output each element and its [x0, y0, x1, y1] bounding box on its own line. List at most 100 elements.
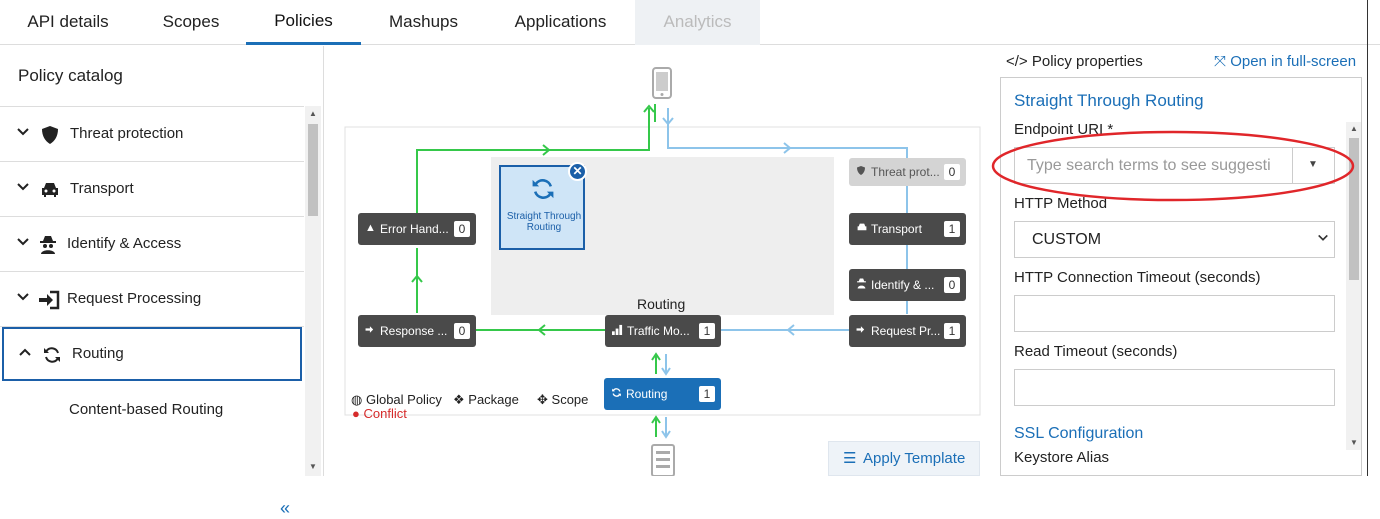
tab-applications[interactable]: Applications: [514, 12, 607, 31]
chevron-down-icon: [16, 125, 32, 141]
legend-global-policy: ◍ Global Policy: [351, 392, 442, 407]
sign-out-icon: [365, 324, 377, 338]
catalog-item-transport[interactable]: Transport: [0, 162, 304, 217]
spy-icon: [856, 278, 867, 292]
policy-title: Straight Through Routing: [1014, 91, 1204, 110]
ssl-configuration-heading: SSL Configuration: [1014, 425, 1144, 442]
chevron-down-icon: [16, 180, 32, 196]
sign-in-icon: [38, 290, 60, 310]
code-icon: </>: [1006, 53, 1028, 70]
node-transport[interactable]: Transport 1: [849, 213, 966, 245]
catalog-list: Threat protection Transport Identify & A…: [0, 106, 304, 476]
shield-icon: [856, 165, 866, 179]
window-edge: [1367, 0, 1368, 476]
catalog-item-label: Routing: [72, 345, 124, 362]
catalog-item-threat-protection[interactable]: Threat protection: [0, 107, 304, 162]
catalog-subitem-content-based-routing[interactable]: Content-based Routing: [69, 401, 224, 418]
bar-chart-icon: [612, 324, 623, 338]
client-device-icon: [652, 67, 672, 104]
scrollbar-thumb[interactable]: [308, 124, 318, 216]
caret-down-icon[interactable]: ▼: [1308, 159, 1318, 170]
straight-through-routing-card[interactable]: Straight Through Routing: [499, 165, 585, 250]
chevron-up-icon: [18, 345, 34, 361]
keystore-alias-label: Keystore Alias: [1014, 449, 1110, 466]
catalog-scrollbar[interactable]: ▲ ▼: [305, 106, 321, 476]
spy-icon: [38, 235, 60, 255]
node-traffic-monitoring[interactable]: Traffic Mo... 1: [605, 315, 721, 347]
catalog-item-label: Identify & Access: [67, 235, 182, 252]
scroll-down-icon[interactable]: ▼: [1350, 438, 1358, 447]
http-method-select[interactable]: CUSTOM: [1014, 221, 1335, 258]
chevron-down-icon: [16, 290, 32, 306]
flow-frame: [344, 126, 981, 416]
catalog-item-request-processing[interactable]: Request Processing: [0, 272, 304, 327]
node-identify-access[interactable]: Identify & ... 0: [849, 269, 966, 301]
tab-policies[interactable]: Policies: [246, 0, 361, 45]
legend-package: ❖ Package: [453, 392, 519, 407]
tab-mashups[interactable]: Mashups: [389, 12, 458, 31]
annotation-ellipse: [991, 130, 1355, 202]
endpoint-uri-field[interactable]: Type search terms to see suggesti ▼: [1014, 147, 1335, 184]
list-icon: ☰: [843, 450, 857, 467]
scroll-up-icon[interactable]: ▲: [1350, 124, 1358, 133]
policy-canvas: Straight Through Routing ✕ Routing Threa…: [325, 46, 995, 477]
http-method-value: CUSTOM: [1032, 231, 1102, 248]
chevron-down-icon: [16, 235, 32, 251]
sign-in-icon: [856, 324, 868, 338]
catalog-title: Policy catalog: [18, 66, 123, 85]
connection-timeout-label: HTTP Connection Timeout (seconds): [1014, 269, 1261, 286]
car-icon: [856, 222, 868, 236]
node-response-processing[interactable]: Response ... 0: [358, 315, 476, 347]
catalog-item-label: Request Processing: [67, 290, 202, 307]
scroll-down-icon[interactable]: ▼: [309, 462, 317, 471]
refresh-icon: [42, 345, 64, 365]
open-fullscreen-link[interactable]: ⤧ Open in full-screen: [1214, 53, 1357, 70]
alert-icon: ●: [352, 406, 360, 421]
crosshair-icon: ✥: [537, 392, 548, 407]
catalog-item-routing[interactable]: Routing: [2, 327, 302, 381]
properties-scrollbar[interactable]: ▲ ▼: [1346, 122, 1361, 450]
catalog-item-identify-access[interactable]: Identify & Access: [0, 217, 304, 272]
node-routing[interactable]: Routing 1: [604, 378, 721, 410]
tab-scopes[interactable]: Scopes: [162, 12, 220, 31]
refresh-icon: [530, 176, 556, 207]
node-request-processing[interactable]: Request Pr... 1: [849, 315, 966, 347]
car-icon: [40, 180, 62, 200]
http-method-label: HTTP Method: [1014, 195, 1108, 212]
read-timeout-label: Read Timeout (seconds): [1014, 343, 1178, 360]
flow-lines: [344, 104, 981, 439]
endpoint-uri-label: Endpoint URI *: [1014, 121, 1114, 138]
endpoint-uri-input[interactable]: Type search terms to see suggesti: [1027, 157, 1271, 174]
properties-header: </> Policy properties: [1006, 53, 1143, 70]
tab-api-details[interactable]: API details: [27, 12, 109, 31]
chevron-down-icon: [1317, 231, 1329, 249]
server-icon: [651, 444, 675, 481]
properties-form: Straight Through Routing Endpoint URI * …: [1000, 77, 1362, 476]
catalog-item-label: Threat protection: [70, 125, 184, 142]
read-timeout-input[interactable]: [1014, 369, 1335, 406]
cubes-icon: ❖: [453, 392, 465, 407]
globe-icon: ◍: [351, 392, 363, 407]
policy-properties-panel: </> Policy properties ⤧ Open in full-scr…: [1000, 46, 1367, 476]
connection-timeout-input[interactable]: [1014, 295, 1335, 332]
policy-card-label: Straight Through Routing: [506, 211, 582, 233]
refresh-icon: [611, 387, 622, 401]
policy-catalog: Policy catalog Threat protection Transpo…: [0, 46, 324, 518]
node-error-handling[interactable]: ▲ Error Hand... 0: [358, 213, 476, 245]
legend-scope: ✥ Scope: [537, 392, 589, 407]
field-divider: [1292, 148, 1293, 183]
scroll-up-icon[interactable]: ▲: [309, 109, 317, 118]
node-threat-protection[interactable]: Threat prot... 0: [849, 158, 966, 186]
shield-icon: [40, 125, 62, 145]
collapse-catalog-button[interactable]: «: [280, 498, 291, 518]
tab-analytics: Analytics: [635, 0, 760, 45]
legend-conflict: ● Conflict: [352, 406, 407, 421]
tab-bar: API details Scopes Policies Mashups Appl…: [0, 0, 1380, 45]
apply-template-button[interactable]: ☰ Apply Template: [828, 441, 980, 476]
expand-icon: ⤧: [1214, 53, 1227, 70]
catalog-item-label: Transport: [70, 180, 134, 197]
warning-icon: ▲: [365, 222, 376, 234]
remove-policy-icon[interactable]: ✕: [568, 162, 587, 181]
scrollbar-thumb[interactable]: [1349, 138, 1359, 280]
stage-label: Routing: [637, 296, 686, 312]
